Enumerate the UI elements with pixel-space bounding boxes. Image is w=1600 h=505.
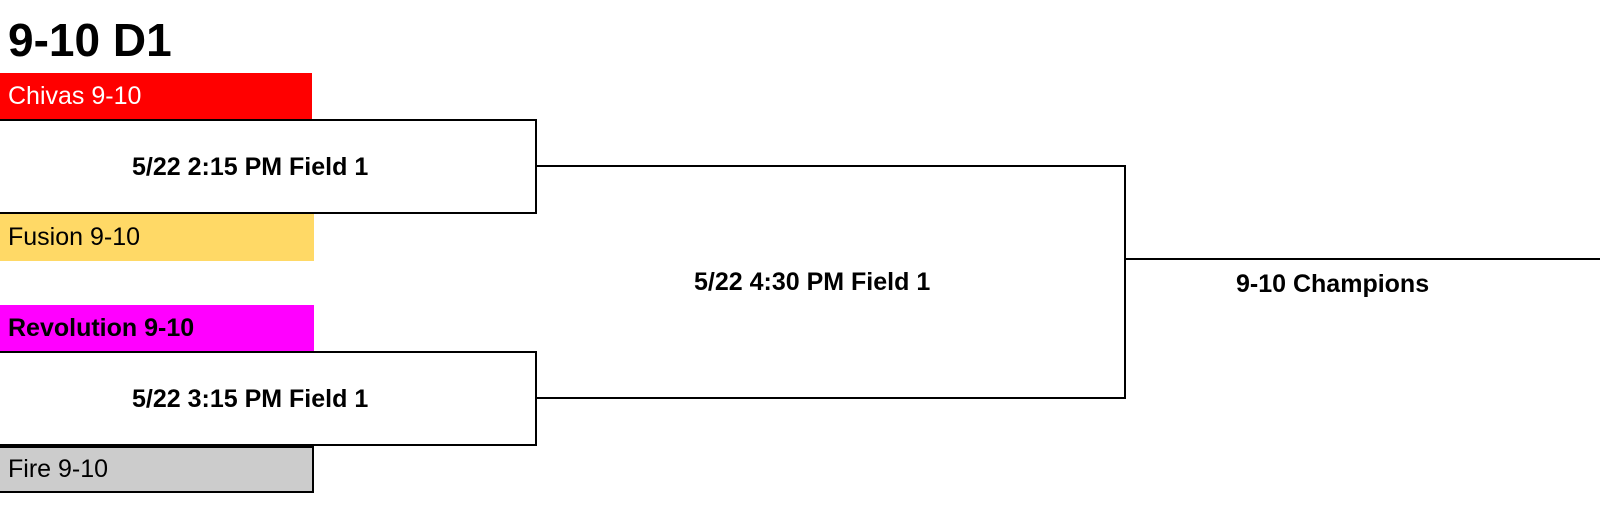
game-2-label: 5/22 3:15 PM Field 1 xyxy=(132,385,369,413)
team-fire: Fire 9-10 xyxy=(0,446,314,493)
connector-game-2 xyxy=(537,397,1126,399)
connector-vertical xyxy=(1124,165,1126,399)
connector-game-1 xyxy=(537,165,1126,167)
game-1-label: 5/22 2:15 PM Field 1 xyxy=(132,153,369,181)
game-1-box xyxy=(0,119,537,214)
team-revolution: Revolution 9-10 xyxy=(0,305,314,352)
connector-champion xyxy=(1124,258,1600,260)
game-final-label: 5/22 4:30 PM Field 1 xyxy=(694,268,931,296)
team-chivas: Chivas 9-10 xyxy=(0,73,312,120)
bracket-title: 9-10 D1 xyxy=(8,14,172,66)
game-2-box xyxy=(0,351,537,446)
champion-label: 9-10 Champions xyxy=(1236,270,1430,298)
team-fusion: Fusion 9-10 xyxy=(0,214,314,261)
